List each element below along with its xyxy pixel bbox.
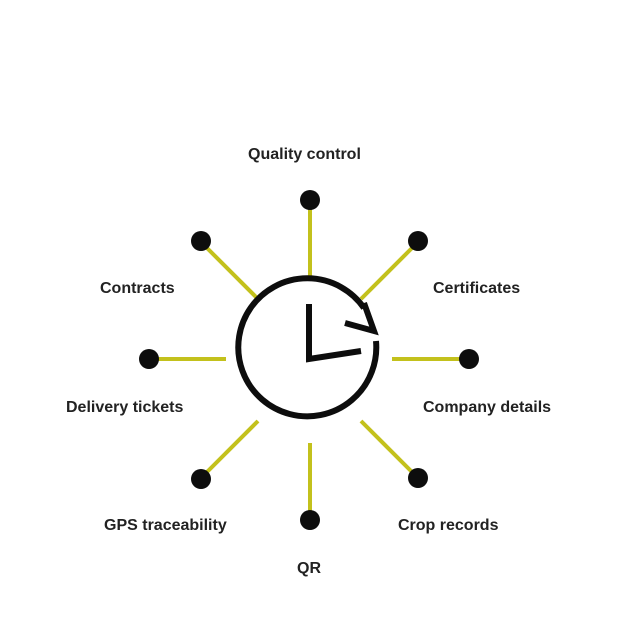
label-quality-control: Quality control (248, 146, 361, 163)
spoke-contracts (191, 231, 260, 301)
spoke-dot (191, 231, 211, 251)
spoke-line (202, 243, 260, 301)
spoke-dot (408, 231, 428, 251)
spoke-line (359, 243, 417, 301)
spoke-gps-traceability (191, 419, 260, 489)
spoke-delivery-tickets (139, 349, 226, 369)
label-gps-traceability: GPS traceability (104, 517, 227, 534)
spoke-certificates (359, 231, 428, 301)
spoke-dot (300, 190, 320, 210)
spoke-line (202, 419, 260, 477)
clock-refresh-icon (235, 275, 380, 420)
spoke-dot (459, 349, 479, 369)
spoke-line (359, 419, 417, 477)
arrow-head (344, 301, 379, 336)
label-qr: QR (297, 560, 321, 577)
spoke-dot (191, 469, 211, 489)
spoke-quality-control (300, 190, 320, 277)
label-certificates: Certificates (433, 280, 521, 297)
clock-ring (235, 275, 380, 420)
label-company-details: Company details (423, 399, 552, 416)
spoke-dot (300, 510, 320, 530)
spoke-qr (300, 443, 320, 530)
label-contracts: Contracts (100, 280, 175, 297)
spoke-company-details (392, 349, 479, 369)
label-crop-records: Crop records (398, 517, 499, 534)
spoke-dot (139, 349, 159, 369)
clock-hands (306, 304, 362, 363)
spoke-crop-records (359, 419, 428, 488)
label-delivery-tickets: Delivery tickets (66, 399, 184, 416)
spoke-dot (408, 468, 428, 488)
